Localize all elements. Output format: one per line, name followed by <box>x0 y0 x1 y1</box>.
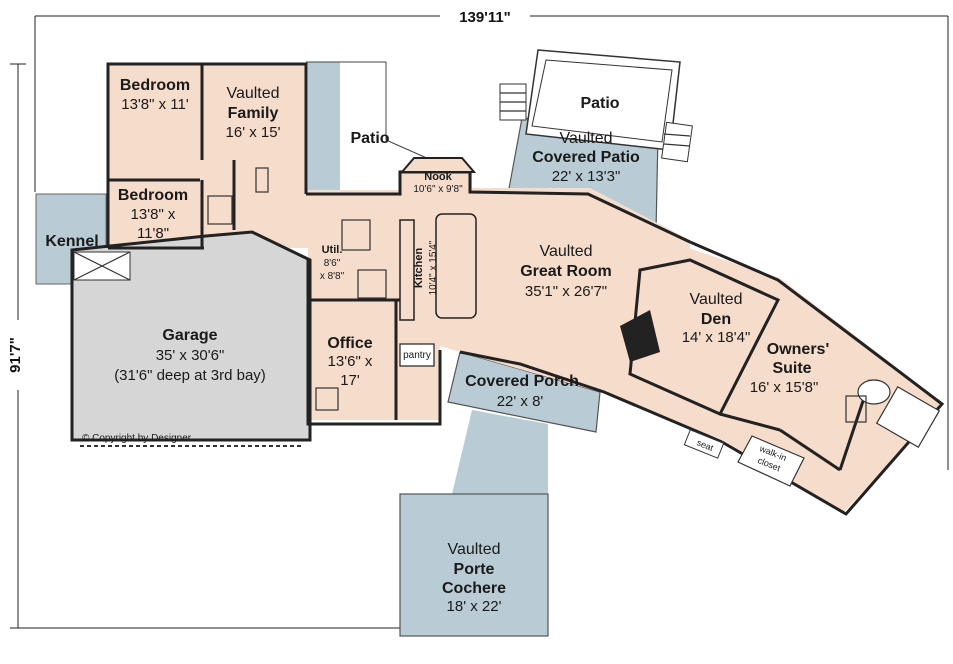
fixtures <box>73 167 941 487</box>
walkway-area <box>452 410 548 494</box>
nook-name: Nook <box>424 171 452 183</box>
owners-name-1: Owners' <box>767 341 830 358</box>
room-covered-patio: Vaulted Covered Patio 22' x 13'3" <box>532 130 640 185</box>
den-prefix: Vaulted <box>689 291 742 308</box>
family-size: 16' x 15' <box>226 124 281 141</box>
walls <box>106 62 945 516</box>
porte-size: 18' x 22' <box>447 598 502 615</box>
bedroom2-size-1: 13'8" x <box>131 206 176 223</box>
seat-box <box>683 429 725 459</box>
overall-depth-label: 91'7" <box>7 337 24 373</box>
bedroom1-size: 13'8" x 11' <box>121 96 189 113</box>
kitchen-name: Kitchen <box>413 248 425 289</box>
covered-patio-prefix: Vaulted <box>559 130 612 147</box>
great-room-name: Great Room <box>520 263 612 280</box>
room-covered-porch: Covered Porch 22' x 8' <box>465 373 579 410</box>
patio-large-label: Patio <box>580 95 619 112</box>
kitchen-size: 10'4" x 15'4" <box>428 240 439 295</box>
office-name: Office <box>327 335 372 352</box>
dimension-lines <box>4 6 949 629</box>
covered-porch-size: 22' x 8' <box>497 393 544 410</box>
nook-size: 10'6" x 9'8" <box>413 184 463 195</box>
family-prefix: Vaulted <box>226 85 279 102</box>
kennel-label: Kennel <box>45 233 98 250</box>
patio-small-label: Patio <box>350 130 389 147</box>
den-name: Den <box>701 311 731 328</box>
room-family: Vaulted Family 16' x 15' <box>226 85 281 141</box>
room-den: Vaulted Den 14' x 18'4" <box>682 291 751 346</box>
den-size: 14' x 18'4" <box>682 329 751 346</box>
room-office: Office 13'6" x 17' <box>327 335 373 389</box>
office-size-1: 13'6" x <box>328 353 373 370</box>
bedroom2-name: Bedroom <box>118 187 188 204</box>
owners-name-2: Suite <box>772 360 811 377</box>
garage-name: Garage <box>162 327 217 344</box>
porte-cochere-area <box>399 493 549 637</box>
garage-size: 35' x 30'6" <box>156 347 225 364</box>
pantry-box <box>399 343 435 367</box>
room-owners-suite: Owners' Suite 16' x 15'8" <box>750 341 830 396</box>
porte-name-2: Cochere <box>442 580 506 597</box>
room-garage: Garage 35' x 30'6" (31'6" deep at 3rd ba… <box>114 327 266 384</box>
great-room-size: 35'1" x 26'7" <box>525 283 607 300</box>
covered-patio-size: 22' x 13'3" <box>552 168 621 185</box>
tub <box>857 379 891 405</box>
utility-size-1: 8'6" <box>324 258 341 269</box>
covered-patio-name: Covered Patio <box>532 149 640 166</box>
covered-areas <box>35 62 659 637</box>
family-name: Family <box>228 105 279 122</box>
utility-name: Util. <box>322 244 343 256</box>
copyright-text: © Copyright by Designer <box>82 433 192 444</box>
pantry-label: pantry <box>403 350 431 361</box>
room-great-room: Vaulted Great Room 35'1" x 26'7" <box>520 243 612 300</box>
porte-name-1: Porte <box>454 561 495 578</box>
great-room-prefix: Vaulted <box>539 243 592 260</box>
garage-note: (31'6" deep at 3rd bay) <box>114 367 266 384</box>
room-nook: Nook 10'6" x 9'8" <box>413 171 463 195</box>
covered-porch-name: Covered Porch <box>465 373 579 390</box>
room-utility: Util. 8'6" x 8'8" <box>320 244 345 282</box>
garage-area <box>70 230 312 442</box>
room-bedroom-1: Bedroom 13'8" x 11' <box>120 77 190 113</box>
utility-size-2: x 8'8" <box>320 271 345 282</box>
room-bedroom-2: Bedroom 13'8" x 11'8" <box>118 187 188 242</box>
office-size-2: 17' <box>340 372 360 389</box>
bedroom2-size-2: 11'8" <box>137 225 169 242</box>
side-covered-strip <box>306 62 340 194</box>
walkin-closet-box <box>737 435 805 487</box>
porte-prefix: Vaulted <box>447 541 500 558</box>
room-porte-cochere: Vaulted Porte Cochere 18' x 22' <box>442 541 506 615</box>
overall-width-label: 139'11" <box>459 9 511 26</box>
room-kitchen: Kitchen 10'4" x 15'4" <box>413 240 439 295</box>
bedroom1-name: Bedroom <box>120 77 190 94</box>
owners-size: 16' x 15'8" <box>750 379 819 396</box>
